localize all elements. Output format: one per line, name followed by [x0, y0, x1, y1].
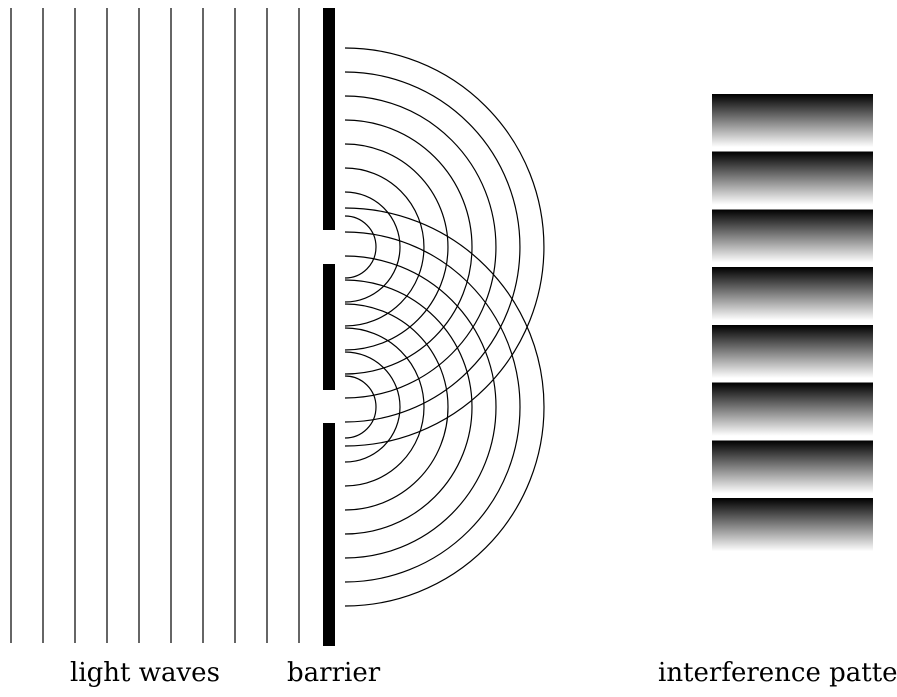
circular-wavefront	[344, 279, 473, 535]
circular-wavefront	[344, 351, 401, 463]
circular-wavefront	[344, 207, 545, 607]
circular-wavefront	[344, 47, 545, 447]
interference-pattern	[712, 94, 873, 556]
circular-wavefront	[344, 119, 473, 375]
circular-wavefront	[344, 95, 497, 399]
light-waves-label: light waves	[70, 658, 220, 688]
interference-pattern-label: interference pattern	[658, 658, 897, 688]
barrier-segment	[323, 264, 335, 390]
circular-wavefront	[344, 327, 425, 487]
circular-wavefront	[344, 375, 377, 439]
circular-wavefront	[344, 71, 521, 423]
circular-wavefront	[344, 191, 401, 303]
circular-wavefront	[344, 143, 449, 351]
circular-wavefront	[344, 231, 521, 583]
plane-wavefronts	[10, 8, 300, 643]
barrier	[323, 8, 335, 646]
circular-wavefront	[344, 303, 449, 511]
circular-wavefront	[344, 255, 497, 559]
circular-wavefronts	[344, 47, 545, 607]
barrier-segment	[323, 8, 335, 230]
barrier-label: barrier	[287, 658, 381, 688]
circular-wavefront	[344, 215, 377, 279]
barrier-segment	[323, 423, 335, 646]
circular-wavefront	[344, 167, 425, 327]
